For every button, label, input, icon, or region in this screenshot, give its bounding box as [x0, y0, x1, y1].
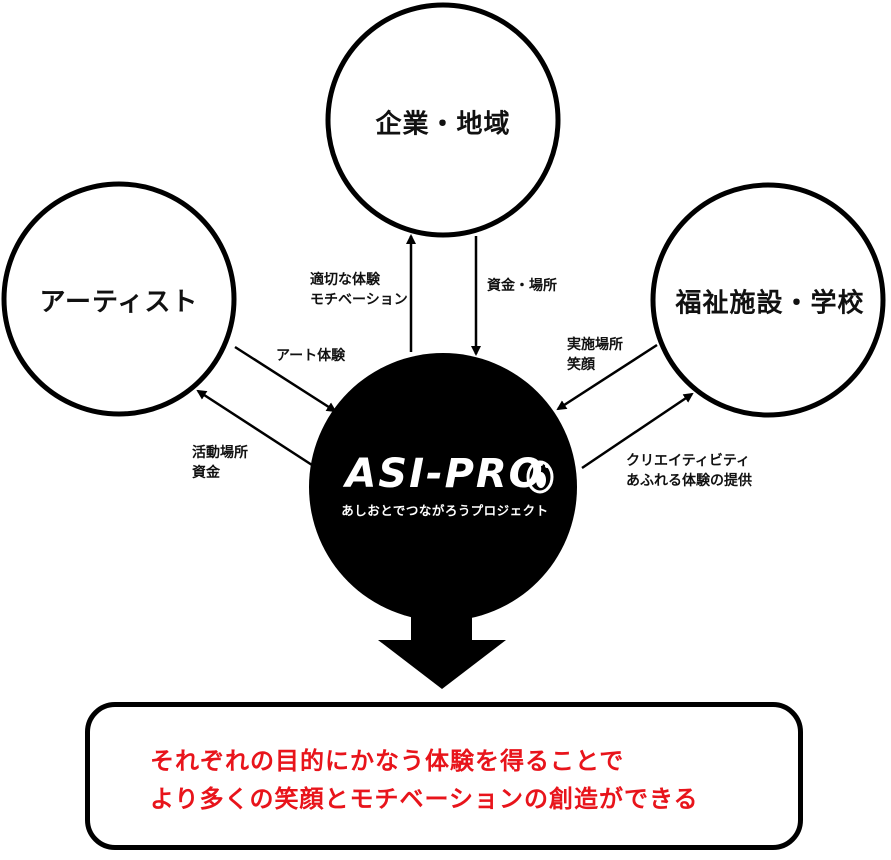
- arrow-welfare-to-hub: [556, 343, 658, 411]
- down-arrow-icon: [378, 595, 506, 689]
- edge-label-line: 実施場所: [567, 337, 623, 353]
- edge-label-welfare-to-hub: 実施場所 笑顔: [567, 335, 623, 375]
- business-circle: [325, 2, 561, 238]
- arrow-hub-to-artist: [196, 389, 313, 467]
- edge-label-line: 適切な体験: [310, 272, 380, 288]
- outcome-line-2: より多くの笑顔とモチベーションの創造ができる: [150, 785, 699, 813]
- edge-label-hub-to-artist: 活動場所 資金: [192, 443, 248, 483]
- node-label-business: 企業・地域: [375, 109, 511, 140]
- welfare-circle: [650, 182, 886, 418]
- edge-label-line: 活動場所: [192, 445, 248, 461]
- artist-circle: [1, 181, 237, 417]
- edge-label-line: 資金: [192, 465, 220, 481]
- edge-label-line: モチベーション: [310, 292, 408, 308]
- edge-label-line: あふれる体験の提供: [626, 473, 752, 489]
- edge-label-business-to-hub: 資金・場所: [487, 278, 557, 294]
- outcome-message: それぞれの目的にかなう体験を得ることで より多くの笑顔とモチベーションの創造がで…: [150, 742, 699, 818]
- node-label-welfare: 福祉施設・学校: [675, 288, 865, 319]
- outcome-box: [85, 702, 803, 850]
- outcome-line-1: それぞれの目的にかなう体験を得ることで: [150, 747, 625, 775]
- hub-logo: ASI-PRO あしおとでつながろうプロジェクト: [330, 450, 560, 519]
- edge-label-artist-to-hub: アート体験: [276, 348, 346, 364]
- footprint-icon: [526, 460, 554, 494]
- edge-label-hub-to-business: 適切な体験 モチベーション: [310, 270, 408, 310]
- edge-label-hub-to-welfare: クリエイティビティ あふれる体験の提供: [626, 451, 752, 491]
- arrow-artist-to-hub: [234, 345, 337, 413]
- hub-title: ASI-PRO: [345, 451, 545, 497]
- edge-label-line: 笑顔: [567, 357, 595, 373]
- edge-label-line: クリエイティビティ: [626, 453, 751, 469]
- hub-subtitle: あしおとでつながろうプロジェクト: [341, 503, 549, 518]
- node-label-artist: アーティスト: [39, 287, 199, 318]
- arrow-hub-to-welfare: [581, 392, 694, 470]
- hub-circle: [309, 353, 577, 621]
